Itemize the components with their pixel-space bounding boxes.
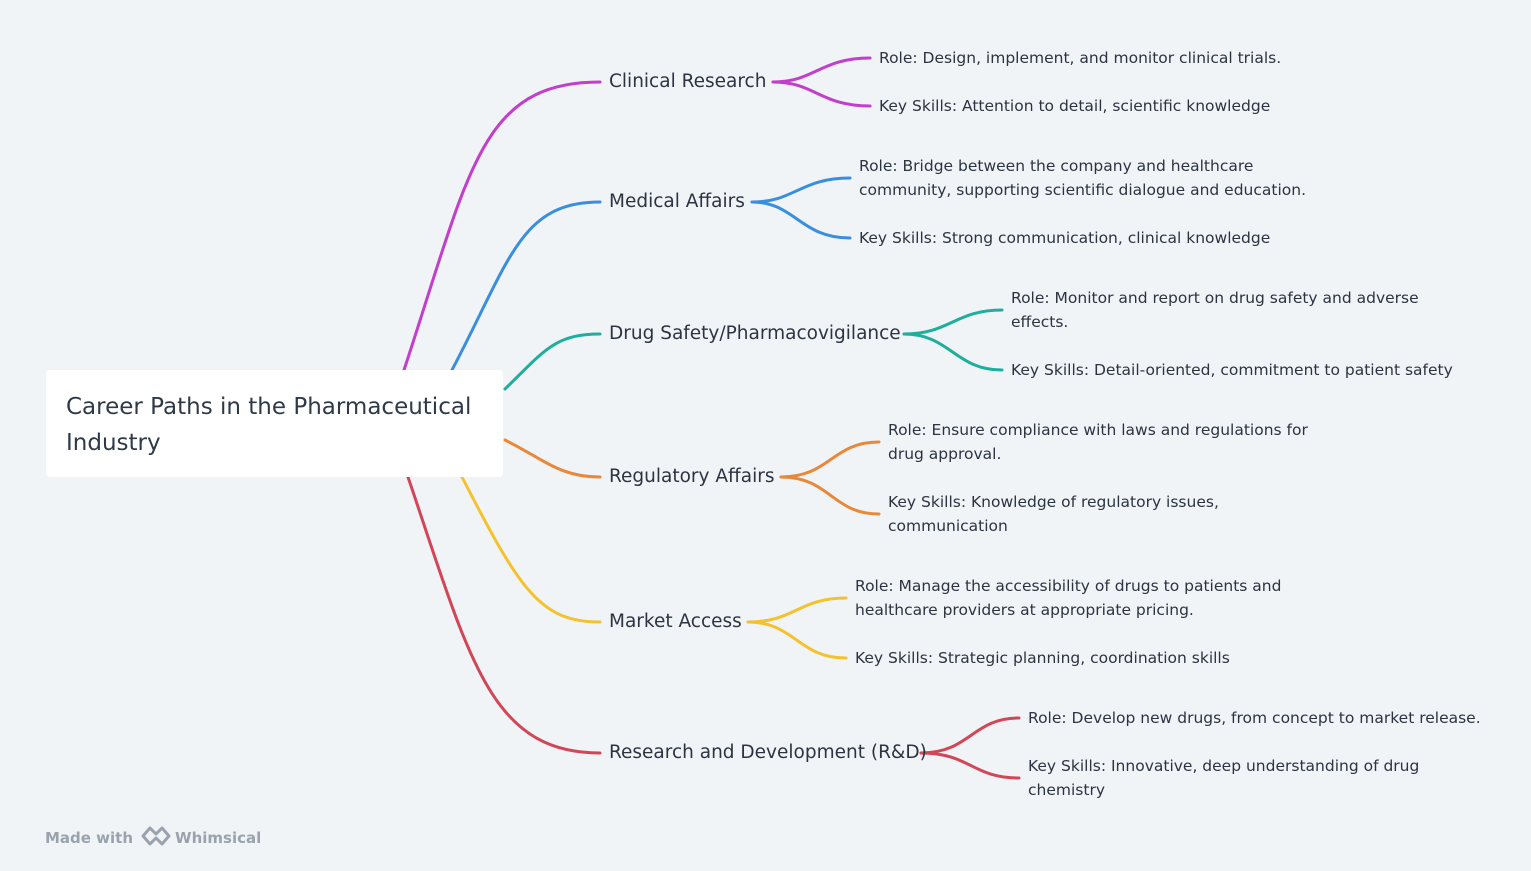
connector-root-clinical-research: [402, 80, 602, 372]
branch-rnd[interactable]: Research and Development (R&D): [609, 742, 927, 763]
connector-root-market-access: [460, 475, 602, 624]
connector-regulatory-affairs-skills: [779, 475, 881, 516]
connector-clinical-research-role: [771, 56, 872, 84]
connector-market-access-role: [746, 596, 848, 624]
leaf-rnd-skills[interactable]: Key Skills: Innovative, deep understandi…: [1028, 757, 1420, 799]
root-node[interactable]: Career Paths in the Pharmaceutical Indus…: [46, 370, 503, 477]
connector-regulatory-affairs-role: [779, 440, 881, 479]
branch-clinical-research[interactable]: Clinical Research: [609, 71, 767, 92]
branch-regulatory-affairs[interactable]: Regulatory Affairs: [609, 466, 775, 487]
leaf-market-access-skills[interactable]: Key Skills: Strategic planning, coordina…: [855, 649, 1230, 667]
whimsical-logo-icon: [141, 825, 171, 851]
leaf-regulatory-affairs-role[interactable]: Role: Ensure compliance with laws and re…: [888, 421, 1308, 463]
connector-root-drug-safety: [503, 332, 602, 391]
connector-drug-safety-role: [902, 308, 1004, 336]
leaf-medical-affairs-role[interactable]: Role: Bridge between the company and hea…: [859, 157, 1307, 199]
connector-clinical-research-skills: [771, 80, 872, 108]
connector-market-access-skills: [746, 620, 848, 660]
connector-root-medical-affairs: [450, 200, 602, 372]
connector-medical-affairs-role: [750, 176, 852, 204]
made-with-whimsical-badge[interactable]: Made with Whimsical: [45, 825, 261, 851]
leaf-rnd-role[interactable]: Role: Develop new drugs, from concept to…: [1028, 709, 1481, 727]
leaf-medical-affairs-skills[interactable]: Key Skills: Strong communication, clinic…: [859, 229, 1271, 247]
connector-rnd-role: [919, 716, 1021, 755]
connector-drug-safety-skills: [902, 332, 1004, 372]
connector-root-regulatory-affairs: [503, 438, 602, 479]
leaf-drug-safety-role[interactable]: Role: Monitor and report on drug safety …: [1011, 289, 1419, 331]
branch-drug-safety[interactable]: Drug Safety/Pharmacovigilance: [609, 323, 901, 344]
leaf-regulatory-affairs-skills[interactable]: Key Skills: Knowledge of regulatory issu…: [888, 493, 1219, 535]
leaf-clinical-research-skills[interactable]: Key Skills: Attention to detail, scienti…: [879, 97, 1271, 115]
branch-medical-affairs[interactable]: Medical Affairs: [609, 191, 745, 212]
connector-root-rnd: [406, 475, 602, 755]
root-node-label: Career Paths in the Pharmaceutical Indus…: [66, 394, 472, 456]
leaf-drug-safety-skills[interactable]: Key Skills: Detail-oriented, commitment …: [1011, 361, 1453, 379]
leaf-market-access-role[interactable]: Role: Manage the accessibility of drugs …: [855, 577, 1282, 619]
leaf-clinical-research-role[interactable]: Role: Design, implement, and monitor cli…: [879, 49, 1282, 67]
made-with-label: Made with: [45, 829, 134, 847]
whimsical-brand-label: Whimsical: [175, 829, 262, 847]
connector-rnd-skills: [919, 751, 1021, 780]
branch-market-access[interactable]: Market Access: [609, 611, 742, 632]
connector-medical-affairs-skills: [750, 200, 852, 240]
